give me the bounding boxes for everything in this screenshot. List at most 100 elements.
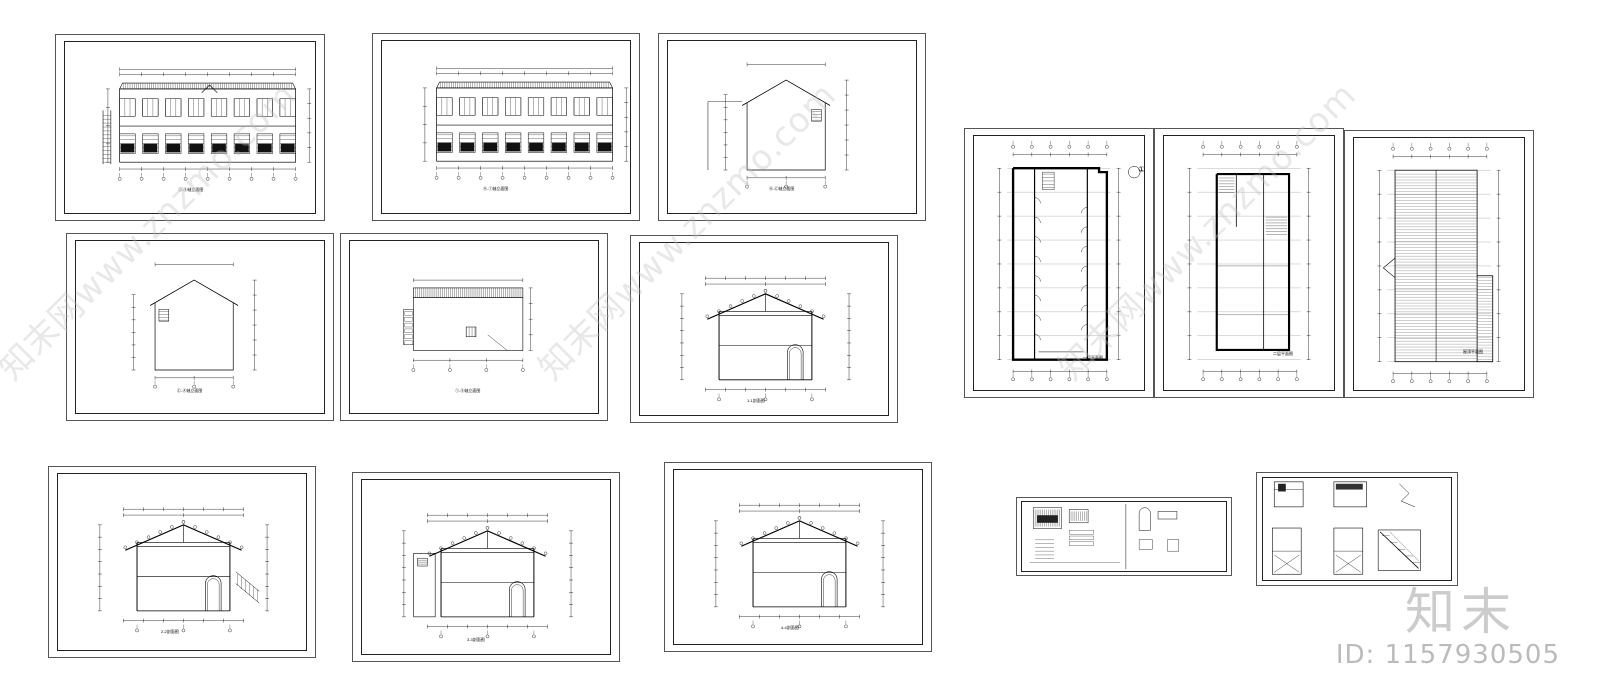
door-swing: [1081, 226, 1088, 233]
grid-bubble: [1447, 146, 1452, 151]
cad-rect: [482, 97, 499, 116]
asset-id-label: ID: 1157930505: [1335, 640, 1560, 670]
cad-rect: [142, 98, 159, 117]
door-swing: [1081, 265, 1088, 272]
grid-bubble: [205, 530, 209, 534]
grid-bubble: [497, 531, 501, 535]
sheet-caption: Ⓐ-Ⓒ轴立面图: [769, 186, 795, 191]
grid-bubble: [135, 628, 139, 633]
window-fill: [143, 143, 158, 153]
grid-bubble: [1410, 146, 1414, 151]
cad-rect: [1069, 541, 1094, 546]
grid-bubble: [1220, 144, 1224, 149]
grid-bubble: [1011, 144, 1015, 149]
door-swing: [1034, 236, 1041, 243]
cad-rect: [1273, 481, 1304, 508]
cad-line: [487, 334, 508, 351]
cad-outline: [154, 302, 234, 371]
cad-rect: [436, 87, 613, 162]
grid-bubble: [588, 176, 593, 180]
grid-bubble: [1067, 377, 1072, 382]
grid-bubble: [485, 526, 490, 530]
rear-low-elevation-drawing: [403, 278, 533, 372]
grid-bubble: [784, 184, 788, 189]
window-fill: [483, 142, 498, 152]
door-swing: [1034, 216, 1041, 223]
drawing-sheet-side-elevation-a: Ⓐ-Ⓒ轴立面图: [658, 33, 926, 221]
rear-elevation-drawing: [422, 66, 629, 180]
door-swing: [1034, 275, 1041, 282]
grid-bubble: [500, 176, 505, 180]
cad-rect: [811, 109, 822, 122]
cad-rect: [158, 309, 169, 322]
grid-bubble: [478, 176, 483, 180]
grid-bubble: [153, 384, 157, 389]
cad-rect: [119, 88, 296, 163]
drawing-sheet-plan-1: 一层平面图 ①: [964, 128, 1154, 398]
grid-bubble: [1105, 377, 1109, 382]
window-fill: [189, 143, 203, 153]
drawing-sheet-details-1: [1016, 497, 1232, 576]
grid-bubble: [1238, 144, 1243, 149]
grid-bubble: [123, 545, 127, 549]
grid-bubble: [821, 526, 825, 530]
sheet-caption: 屋顶平面图: [1463, 349, 1483, 354]
drawing-sheet-section-4: 4-4剖面图: [664, 462, 932, 652]
arched-door: [787, 344, 804, 380]
door-swing: [1034, 334, 1041, 341]
grid-bubble: [717, 397, 721, 402]
grid-bubble: [439, 634, 443, 639]
window-fill: [506, 142, 520, 152]
grid-bubble: [181, 520, 186, 524]
roof-outline: [119, 82, 297, 90]
drawing-sheet-front-elevation: ①-⑨轴立面图: [55, 34, 325, 221]
grid-bubble: [855, 541, 860, 545]
grid-bubble: [1428, 379, 1433, 383]
grid-bubble: [728, 304, 733, 308]
grid-bubble: [543, 551, 548, 555]
grid-bubble: [1391, 379, 1395, 383]
grid-bubble: [192, 384, 196, 389]
plan-wall: [1215, 173, 1291, 352]
grid-bubble: [271, 177, 276, 181]
drawing-sheet-rear-low-elevation: ①-⑨轴立面图: [340, 233, 608, 421]
grid-bubble: [774, 526, 778, 530]
arched-door-inner: [823, 574, 836, 607]
grid-bubble: [1276, 377, 1280, 382]
grid-bubble: [763, 289, 768, 293]
cad-rect: [1157, 511, 1178, 520]
section-3-drawing: [401, 513, 573, 639]
cad-rect: [165, 98, 182, 117]
grid-bubble: [1485, 146, 1489, 151]
grid-bubble: [170, 525, 174, 529]
plan-2-drawing: [1187, 140, 1311, 382]
grid-bubble: [117, 177, 122, 181]
cad-rect: [550, 97, 567, 116]
grid-bubble: [544, 176, 549, 180]
grid-bubble: [1011, 377, 1015, 382]
sheet-caption: 2-2剖面图: [161, 629, 179, 634]
detail-fill: [1278, 483, 1286, 492]
grid-bubble: [1391, 146, 1395, 151]
grid-bubble: [1447, 379, 1452, 383]
grid-bubble: [1220, 377, 1224, 382]
grid-bubble: [610, 176, 615, 180]
sheet-caption: 二层平面图: [1273, 351, 1293, 356]
grid-bubble: [462, 536, 466, 540]
cad-rect: [404, 322, 413, 328]
sheet-caption: ⑨-①轴立面图: [483, 186, 509, 191]
grid-bubble: [183, 177, 188, 181]
cad-rect: [119, 98, 136, 117]
grid-bubble: [821, 314, 826, 318]
grid-bubble: [484, 368, 489, 372]
cad-rect: [1068, 509, 1089, 524]
cad-rect: [404, 311, 413, 316]
section-2-drawing: [97, 507, 270, 633]
window-fill: [437, 142, 452, 152]
grid-bubble: [832, 531, 837, 535]
grid-bubble: [1466, 379, 1470, 383]
grid-bubble: [1428, 146, 1433, 151]
grid-bubble: [193, 525, 197, 529]
grid-bubble: [205, 177, 210, 181]
cad-outline: [1382, 257, 1396, 278]
